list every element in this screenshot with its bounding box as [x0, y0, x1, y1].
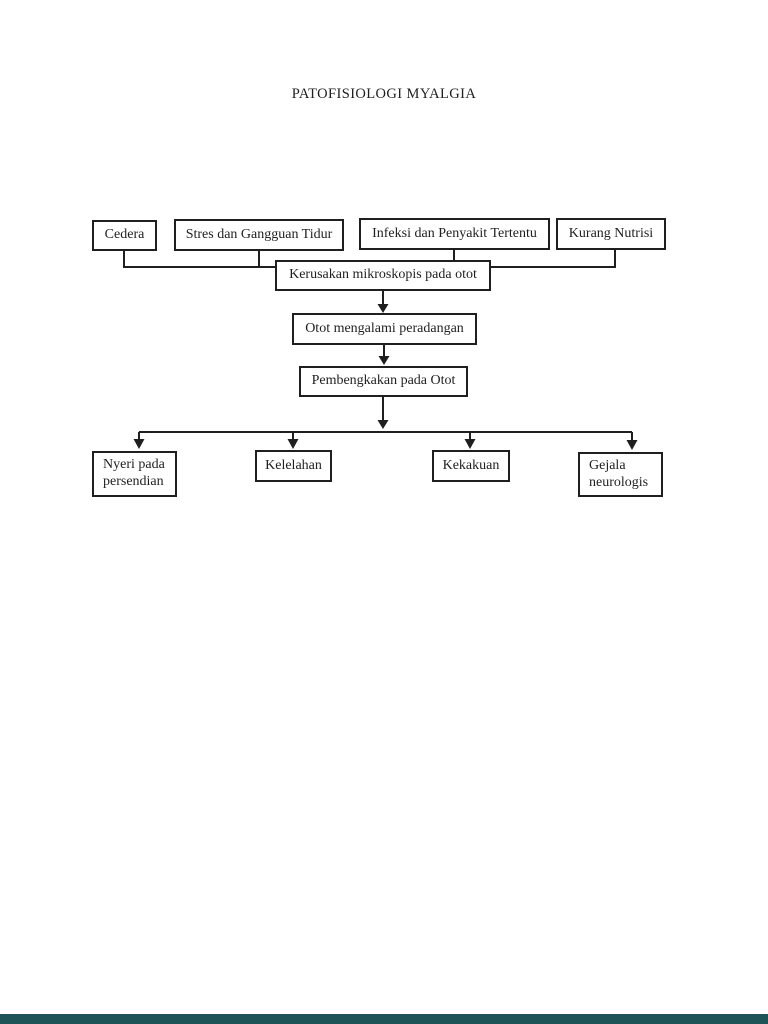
node-infeksi: Infeksi dan Penyakit Tertentu — [359, 218, 550, 250]
arrowhead-icon — [377, 304, 389, 313]
arrowhead-icon — [378, 356, 390, 365]
node-kurang-nutrisi: Kurang Nutrisi — [556, 218, 666, 250]
arrowhead-icon — [133, 439, 145, 449]
arrowhead-icon — [626, 440, 638, 450]
edge-cedera-kerusakan — [123, 251, 275, 268]
arrowhead-icon — [377, 420, 389, 429]
node-kekakuan: Kekakuan — [432, 450, 510, 482]
node-peradangan: Otot mengalami peradangan — [292, 313, 477, 345]
page-title: PATOFISIOLOGI MYALGIA — [291, 86, 477, 102]
node-kerusakan: Kerusakan mikroskopis pada otot — [275, 260, 491, 291]
node-gejala: Gejala neurologis — [578, 452, 663, 497]
node-kelelahan: Kelelahan — [255, 450, 332, 482]
node-stres: Stres dan Gangguan Tidur — [174, 219, 344, 251]
arrowhead-icon — [287, 439, 299, 449]
edge-kurang-kerusakan — [491, 250, 616, 268]
node-nyeri: Nyeri pada persendian — [92, 451, 177, 497]
node-pembengkakan: Pembengkakan pada Otot — [299, 366, 468, 397]
node-cedera: Cedera — [92, 220, 157, 251]
arrowhead-icon — [464, 439, 476, 449]
page-bottom-bar — [0, 1014, 768, 1024]
